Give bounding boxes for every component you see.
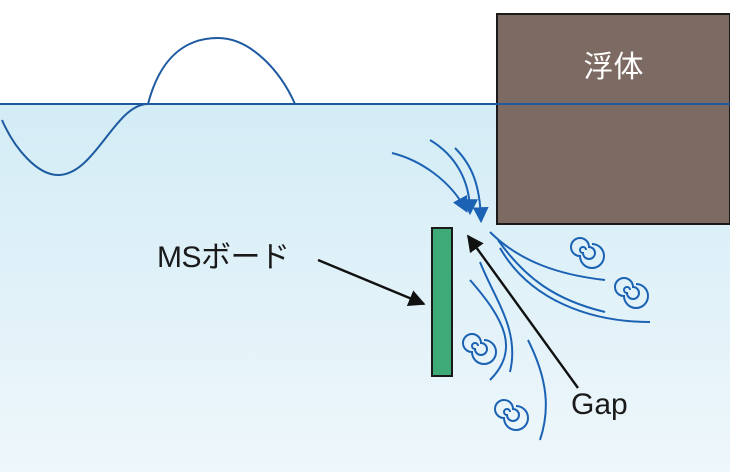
gap-pointer-arrow <box>467 234 579 389</box>
floating-body <box>496 13 730 225</box>
flow-line <box>527 339 547 441</box>
vortex <box>614 277 649 309</box>
gap-label: Gap <box>571 388 628 421</box>
wave-curve <box>1 36 296 177</box>
vortex <box>570 237 605 269</box>
flow-line <box>469 279 507 381</box>
flow-arrow <box>429 139 478 216</box>
ms-board-pointer-arrow <box>317 258 426 306</box>
flow-line <box>497 239 606 313</box>
flow-line <box>499 247 651 323</box>
ms-board <box>431 227 453 377</box>
flow-line <box>489 231 606 281</box>
vortex <box>494 399 529 431</box>
floating-body-label: 浮体 <box>583 51 644 84</box>
flow-line <box>479 261 514 373</box>
ms-board-label: MSボード <box>157 241 290 274</box>
vortex <box>462 333 497 365</box>
flow-arrow <box>454 147 489 224</box>
flow-arrow <box>391 152 468 213</box>
